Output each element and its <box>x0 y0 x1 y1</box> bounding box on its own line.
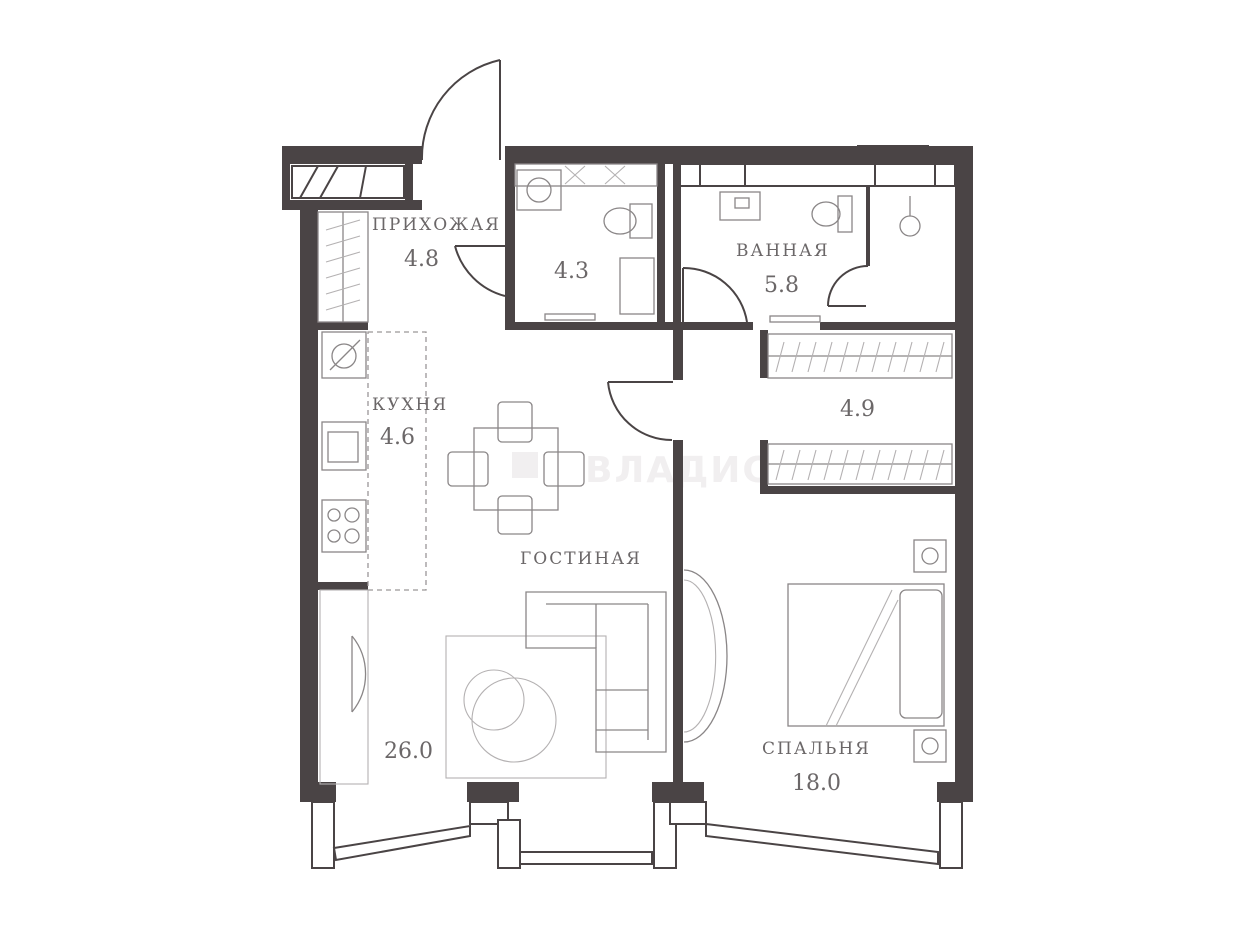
room-labels: ПРИХОЖАЯ 4.8 4.3 ВАННАЯ 5.8 4.9 КУХНЯ 4.… <box>372 215 875 796</box>
kitchen-sink-icon <box>321 421 367 471</box>
closet-area: 4.9 <box>840 397 875 422</box>
hall-name: ПРИХОЖАЯ <box>372 215 501 235</box>
nightstand-icon <box>913 539 947 573</box>
toilet-icon <box>603 207 637 235</box>
sofa-and-rug <box>445 591 667 779</box>
bedroom-area: 18.0 <box>792 771 841 796</box>
wc-fixtures <box>514 163 658 321</box>
wc-area: 4.3 <box>554 259 589 284</box>
sink-icon <box>526 177 552 203</box>
bed <box>787 539 947 763</box>
doors <box>420 59 869 442</box>
fridge-icon <box>321 331 367 379</box>
shower-icon <box>899 215 921 237</box>
watermark-logo-icon <box>512 452 538 478</box>
living-wardrobe <box>683 569 728 743</box>
closet-racks <box>767 333 953 485</box>
dining-table <box>447 401 585 535</box>
washer-icon <box>619 257 655 315</box>
bath-toilet-icon <box>811 201 841 227</box>
interior-walls <box>318 164 973 782</box>
hall-wardrobe <box>317 211 369 323</box>
nightstand-icon-2 <box>913 729 947 763</box>
exterior-walls <box>282 145 973 869</box>
left-wardrobe <box>319 589 369 785</box>
bath-fixtures <box>719 191 921 323</box>
bedroom-name: СПАЛЬНЯ <box>762 739 871 759</box>
kitchen-area: 4.6 <box>380 425 415 450</box>
living-area: 26.0 <box>384 739 433 764</box>
living-name: ГОСТИНАЯ <box>520 549 642 569</box>
kitchen-name: КУХНЯ <box>372 395 448 415</box>
bath-sink-icon <box>719 191 761 221</box>
watermark: ВЛАДИС <box>512 450 769 491</box>
kitchen-units <box>321 331 427 591</box>
hall-area: 4.8 <box>404 247 439 272</box>
bath-area: 5.8 <box>764 273 799 298</box>
bath-name: ВАННАЯ <box>736 241 830 261</box>
cooktop-icon <box>321 499 367 553</box>
